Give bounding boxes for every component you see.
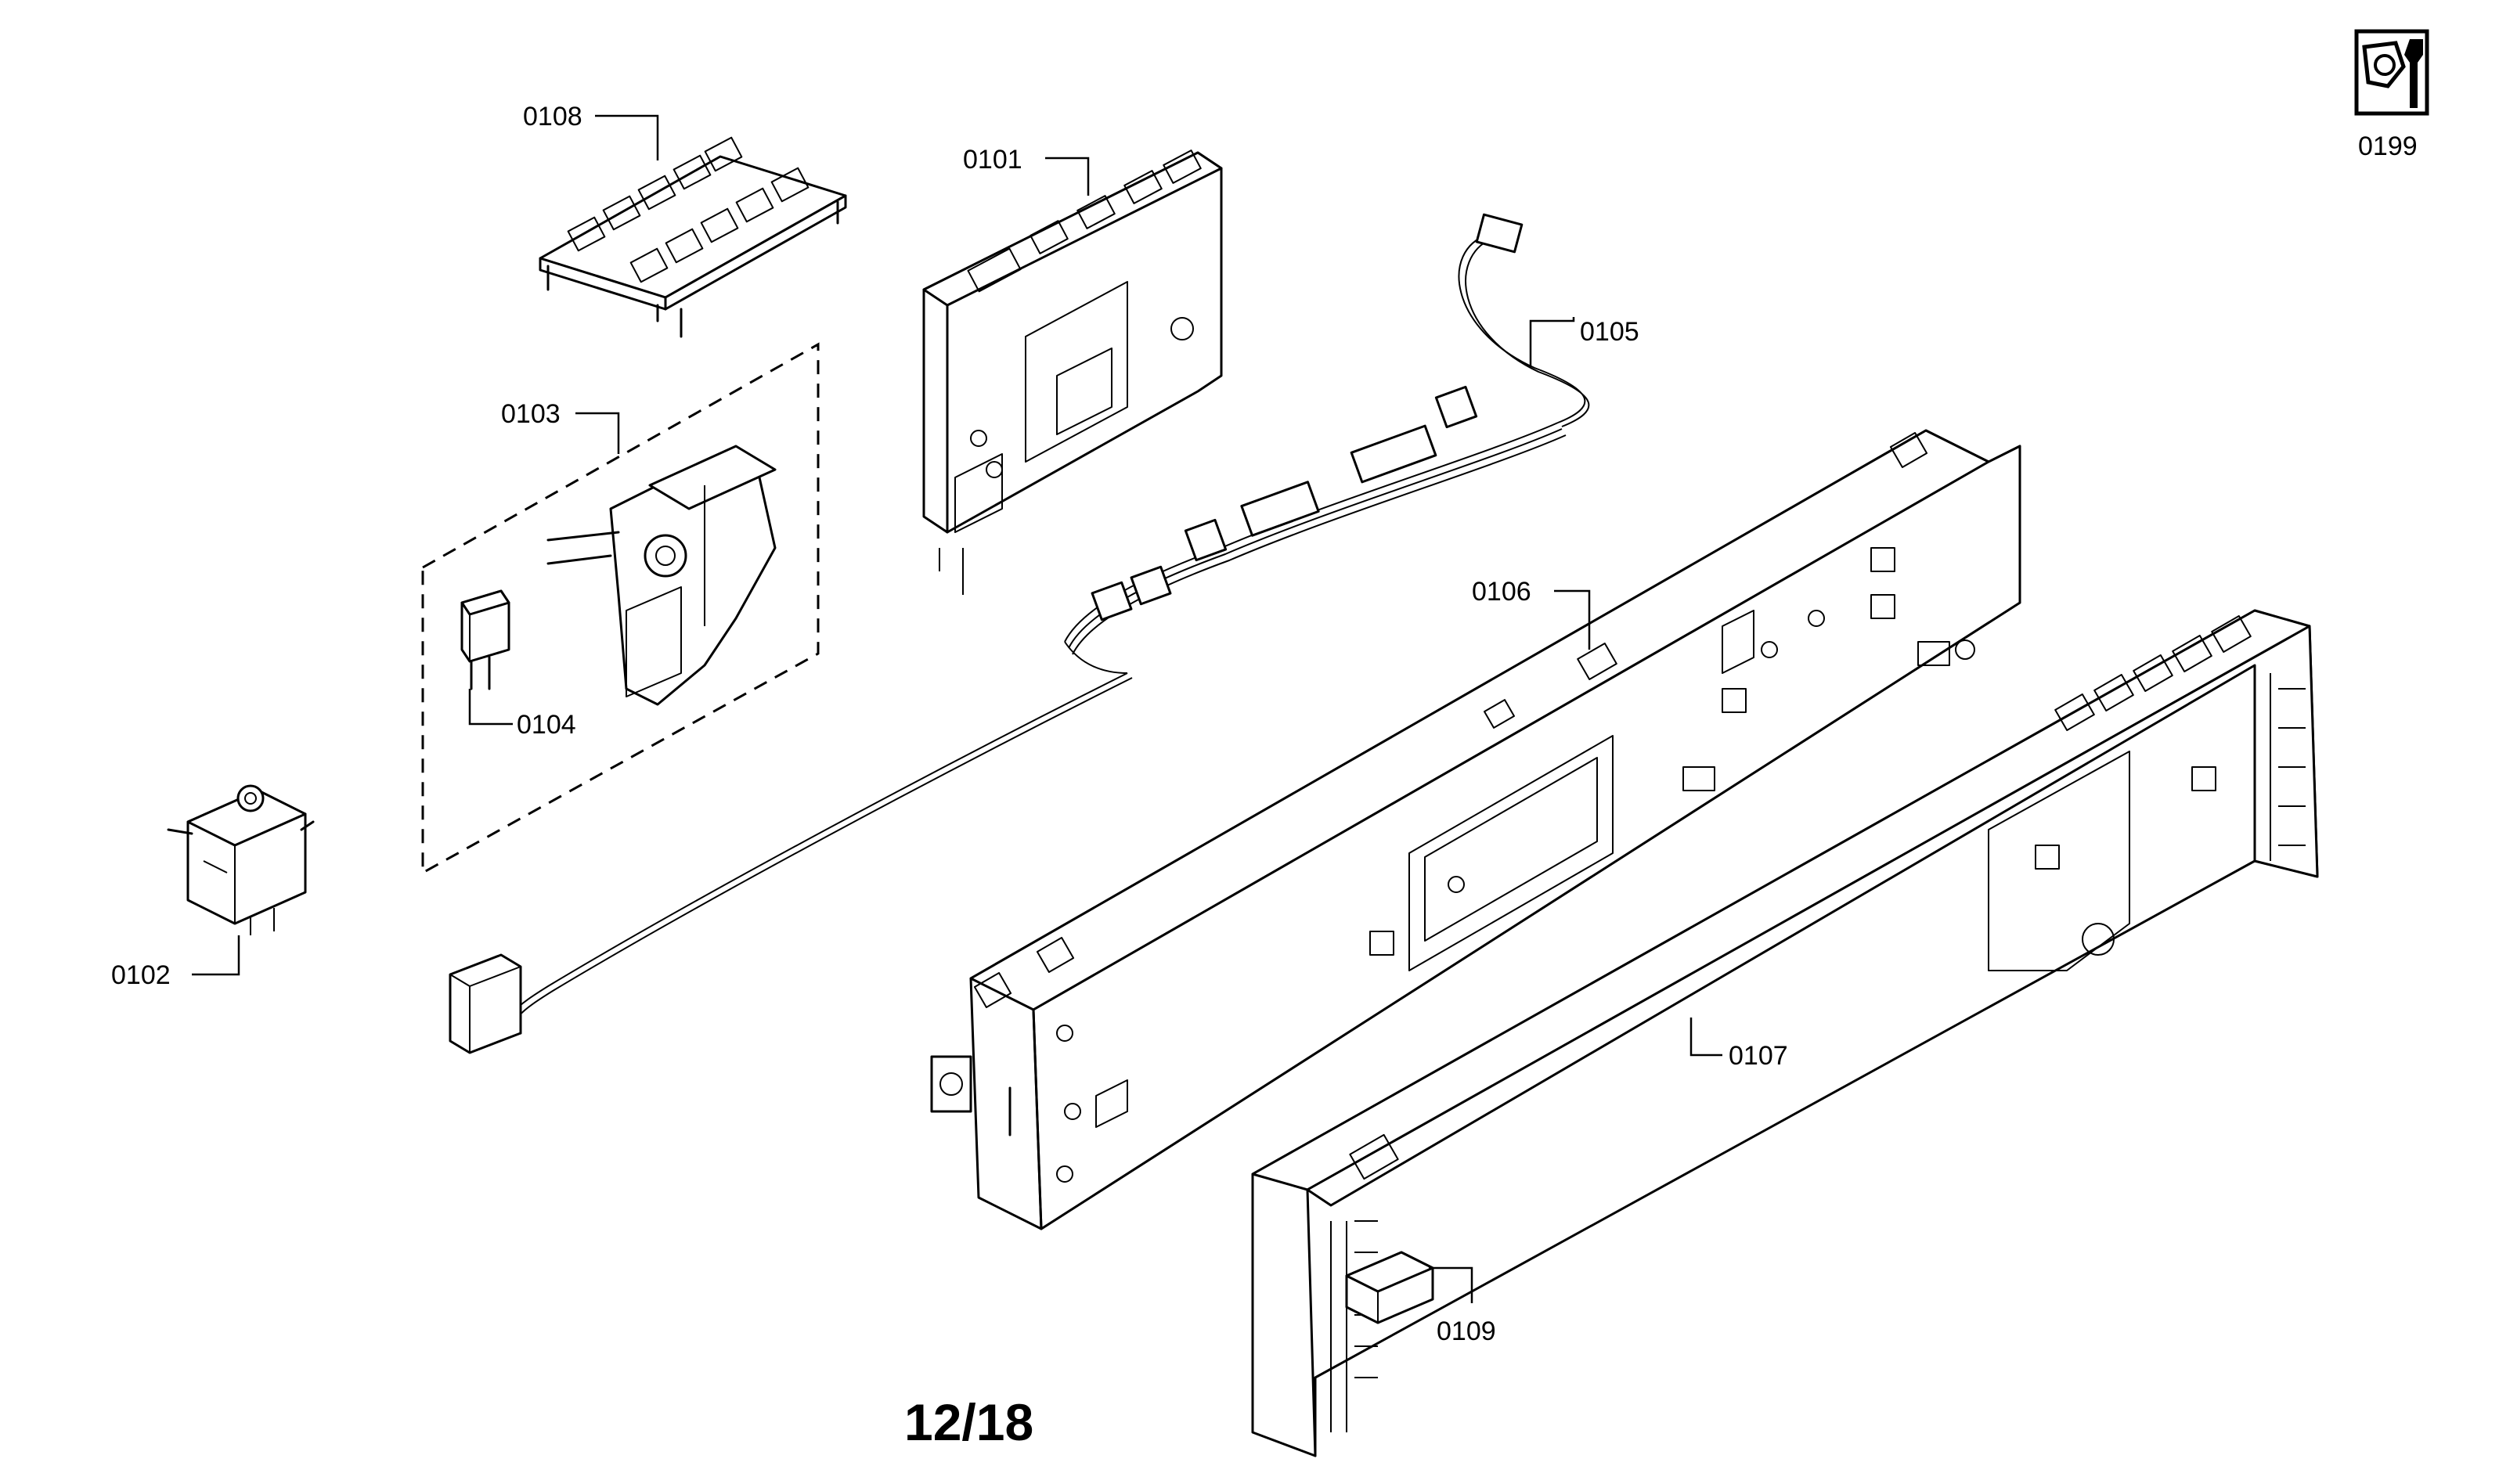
label-0104: 0104: [517, 710, 576, 740]
label-0106: 0106: [1472, 577, 1531, 607]
dashed-group-outline: [421, 342, 820, 875]
page-number: 12/18: [904, 1393, 1033, 1451]
service-tool-icon: [2354, 29, 2429, 116]
part-0104-switch[interactable]: [460, 589, 510, 690]
part-0101-control-module[interactable]: [922, 149, 1223, 595]
part-0106-control-panel-frame[interactable]: [930, 429, 2021, 1230]
leader-lines: [192, 114, 1722, 1303]
part-0105-wiring-harness[interactable]: [449, 213, 1590, 1054]
label-0107: 0107: [1729, 1041, 1788, 1071]
label-0108: 0108: [523, 102, 582, 131]
part-0107-front-fascia[interactable]: [1251, 609, 2319, 1457]
label-0109: 0109: [1437, 1317, 1496, 1346]
label-0105: 0105: [1580, 317, 1639, 347]
part-0108-keypad[interactable]: [539, 136, 847, 338]
label-0103: 0103: [501, 399, 561, 429]
label-0101: 0101: [963, 145, 1022, 175]
part-0103-door-lock[interactable]: [546, 445, 777, 706]
label-0199: 0199: [2358, 131, 2418, 161]
label-0102: 0102: [111, 960, 171, 990]
part-0102-selector-switch[interactable]: [167, 784, 315, 935]
